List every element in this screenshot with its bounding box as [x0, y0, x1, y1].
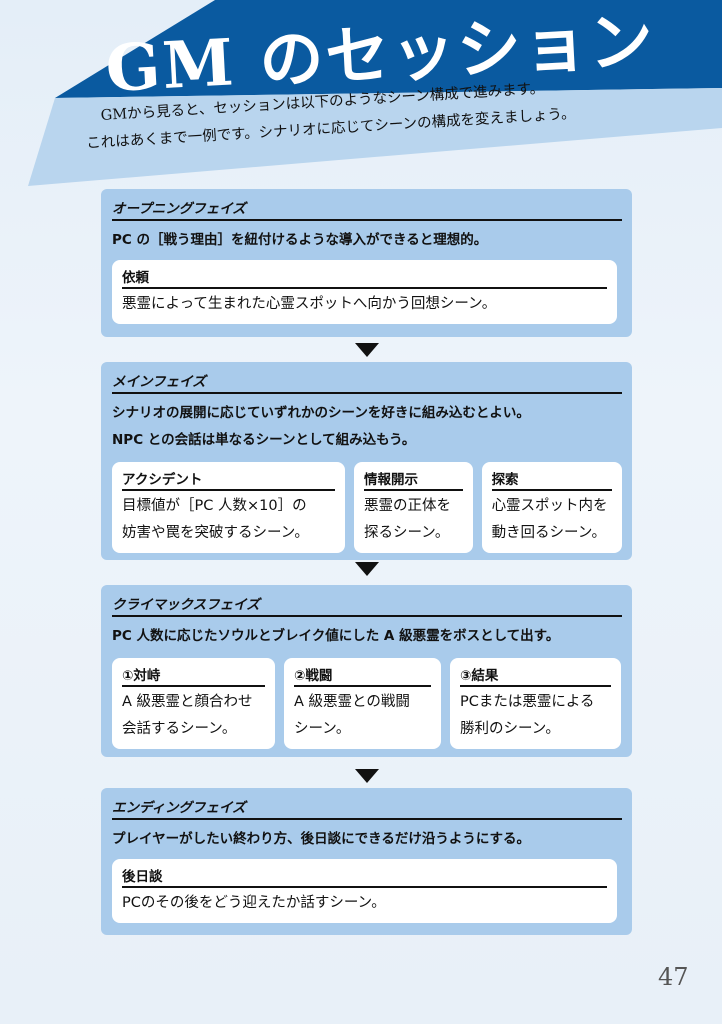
- phase-title: クライマックスフェイズ: [112, 593, 622, 617]
- scene-title: 情報開示: [364, 468, 463, 491]
- down-arrow-icon: [355, 343, 379, 357]
- phase-ending: エンディングフェイズ プレイヤーがしたい終わり方、後日談にできるだけ沿うようにす…: [101, 788, 632, 935]
- scene-card: 情報開示悪霊の正体を探るシーン。: [354, 462, 473, 553]
- scene-card: 依頼 悪霊によって生まれた心霊スポットへ向かう回想シーン。: [112, 260, 617, 324]
- scene-title: 依頼: [122, 266, 607, 289]
- scene-card: 後日談 PCのその後をどう迎えたか話すシーン。: [112, 859, 617, 923]
- phase-main: メインフェイズ シナリオの展開に応じていずれかのシーンを好きに組み込むとよい。 N…: [101, 362, 632, 560]
- phase-climax: クライマックスフェイズ PC 人数に応じたソウルとブレイク値にした A 級悪霊を…: [101, 585, 632, 757]
- scene-title: ①対峙: [122, 664, 265, 687]
- scene-title: ②戦闘: [294, 664, 431, 687]
- phase-lead: PC 人数に応じたソウルとブレイク値にした A 級悪霊をボスとして出す。: [112, 628, 560, 644]
- phase-lead: シナリオの展開に応じていずれかのシーンを好きに組み込むとよい。 NPC との会話は…: [112, 400, 622, 454]
- scene-title: アクシデント: [122, 468, 336, 491]
- scene-card: 探索心霊スポット内を動き回るシーン。: [481, 462, 622, 553]
- scene-title: 後日談: [122, 865, 607, 888]
- scene-body: PCまたは悪霊による勝利のシーン。: [460, 694, 595, 737]
- down-arrow-icon: [355, 769, 379, 783]
- scene-body: PCのその後をどう迎えたか話すシーン。: [122, 895, 386, 911]
- scene-body: 悪霊の正体を探るシーン。: [364, 498, 452, 541]
- scene-card: アクシデント目標値が［PC 人数×10］の妨害や罠を突破するシーン。: [112, 462, 346, 553]
- phase-lead: PC の［戦う理由］を紐付けるような導入ができると理想的。: [112, 232, 488, 248]
- scene-card: ③結果 PCまたは悪霊による勝利のシーン。: [450, 658, 621, 749]
- scene-title: ③結果: [460, 664, 611, 687]
- scene-title: 探索: [491, 468, 612, 491]
- scene-body: 心霊スポット内を動き回るシーン。: [491, 498, 608, 541]
- phase-title: オープニングフェイズ: [112, 197, 622, 221]
- lead-line: シナリオの展開に応じていずれかのシーンを好きに組み込むとよい。: [112, 405, 530, 421]
- scene-body: 悪霊によって生まれた心霊スポットへ向かう回想シーン。: [122, 296, 497, 312]
- down-arrow-icon: [355, 562, 379, 576]
- phase-opening: オープニングフェイズ PC の［戦う理由］を紐付けるような導入ができると理想的。…: [101, 189, 632, 337]
- scene-card: ①対峙 A 級悪霊と顔合わせ会話するシーン。: [112, 658, 275, 749]
- scene-card: ②戦闘 A 級悪霊との戦闘シーン。: [284, 658, 441, 749]
- phase-lead: プレイヤーがしたい終わり方、後日談にできるだけ沿うようにする。: [112, 831, 530, 847]
- lead-line: NPC との会話は単なるシーンとして組み込もう。: [112, 432, 416, 448]
- scene-body: 目標値が［PC 人数×10］の妨害や罠を突破するシーン。: [122, 498, 309, 541]
- scene-body: A 級悪霊と顔合わせ会話するシーン。: [122, 694, 253, 737]
- scene-body: A 級悪霊との戦闘シーン。: [294, 694, 410, 737]
- page-number: 47: [658, 963, 689, 991]
- phase-title: メインフェイズ: [112, 370, 622, 394]
- phase-title: エンディングフェイズ: [112, 796, 622, 820]
